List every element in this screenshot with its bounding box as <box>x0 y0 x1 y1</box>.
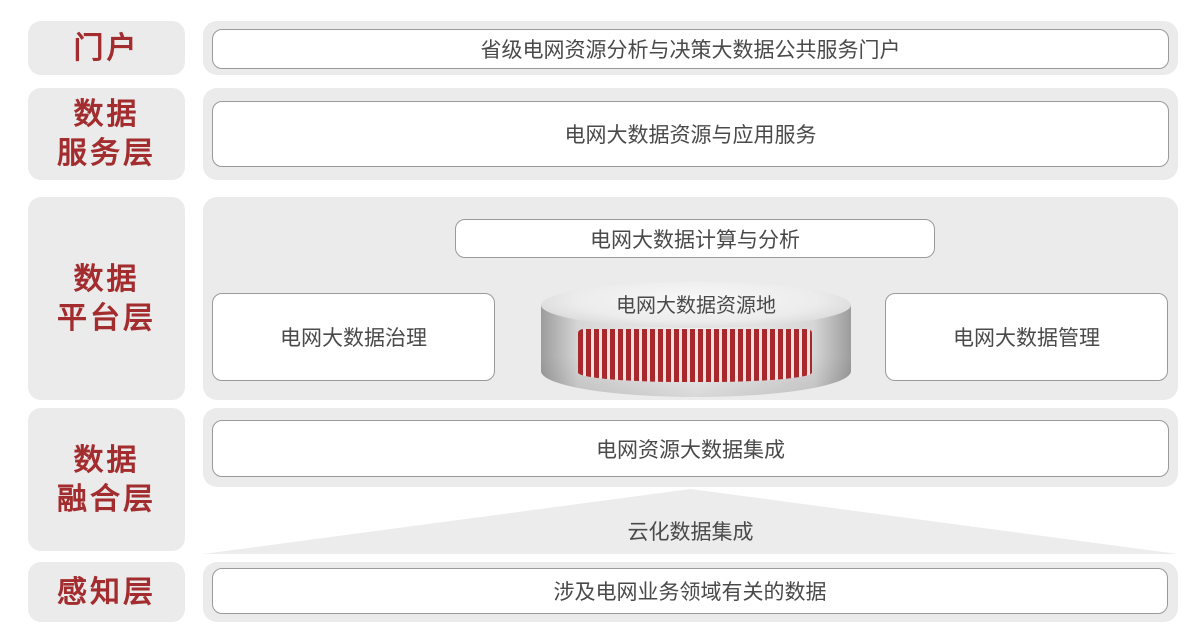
layer-label-data-service-line1: 数据 <box>73 97 140 132</box>
platform-compute-bar-text: 电网大数据计算与分析 <box>590 227 800 252</box>
layer-label-data-platform-line1: 数据 <box>73 261 140 297</box>
layer-label-data-service: 数据 服务层 <box>28 88 185 180</box>
cylinder-label: 电网大数据资源地 <box>616 293 776 317</box>
platform-compute-bar: 电网大数据计算与分析 <box>455 219 935 258</box>
cloud-integration-triangle: 云化数据集成 <box>203 489 1178 554</box>
service-bar-text: 电网大数据资源与应用服务 <box>564 123 817 147</box>
platform-management-box-text: 电网大数据管理 <box>953 326 1100 350</box>
fusion-bar-text: 电网资源大数据集成 <box>596 437 785 462</box>
perception-bar-text: 涉及电网业务领域有关的数据 <box>553 580 827 604</box>
platform-governance-box-text: 电网大数据治理 <box>280 326 427 350</box>
layer-label-data-platform-line2: 平台层 <box>57 300 156 336</box>
layer-label-data-fusion-line1: 数据 <box>73 442 140 478</box>
data-resource-cylinder: 电网大数据资源地 <box>541 282 851 398</box>
platform-management-box: 电网大数据管理 <box>885 293 1168 381</box>
portal-bar-text: 省级电网资源分析与决策大数据公共服务门户 <box>480 38 901 62</box>
layer-label-data-platform: 数据 平台层 <box>28 197 185 400</box>
layer-label-portal-text: 门户 <box>73 30 140 66</box>
layer-label-perception: 感知层 <box>28 562 185 622</box>
cloud-integration-triangle-text: 云化数据集成 <box>627 519 754 544</box>
layer-label-perception-text: 感知层 <box>57 574 156 610</box>
fusion-bar: 电网资源大数据集成 <box>212 420 1169 477</box>
perception-bar: 涉及电网业务领域有关的数据 <box>212 568 1168 614</box>
layer-label-portal: 门户 <box>28 21 185 75</box>
layer-label-data-service-line2: 服务层 <box>57 136 156 171</box>
platform-governance-box: 电网大数据治理 <box>212 293 495 381</box>
layer-label-data-fusion-line2: 融合层 <box>57 481 156 517</box>
portal-bar: 省级电网资源分析与决策大数据公共服务门户 <box>212 29 1169 69</box>
layer-label-data-fusion: 数据 融合层 <box>28 408 185 551</box>
service-bar: 电网大数据资源与应用服务 <box>212 101 1169 167</box>
cylinder-top-face <box>541 282 851 328</box>
cylinder-data-stripes <box>578 329 812 382</box>
